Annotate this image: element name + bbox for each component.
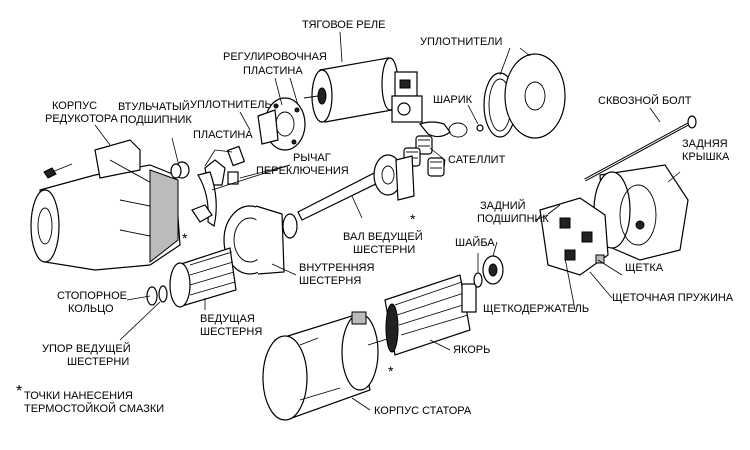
- ball-part: [476, 124, 484, 132]
- label-gear-housing-line1: КОРПУС: [52, 100, 97, 112]
- asterisk-marker-armature: *: [388, 363, 394, 379]
- label-internal-gear-line1: ВНУТРЕННЯЯ: [299, 262, 374, 274]
- label-drive-shaft-line1: ВАЛ ВЕДУЩЕЙ: [343, 230, 423, 243]
- pinion-stop-part: [158, 285, 168, 303]
- snap-ring-part: [146, 286, 158, 306]
- seal-rings-part: [483, 53, 566, 139]
- note-line2: ТЕРМОСТОЙКОЙ СМАЗКИ: [24, 402, 164, 415]
- armature-part: [367, 274, 477, 356]
- drive-gear-part: [169, 247, 237, 308]
- label-rear-cover-line2: КРЫШКА: [682, 151, 730, 163]
- label-drive-gear-line2: ШЕСТЕРНЯ: [200, 326, 262, 338]
- label-brush-spring: ЩЕТОЧНАЯ ПРУЖИНА: [612, 292, 734, 304]
- asterisk-marker-shaft: *: [410, 211, 416, 227]
- label-rear-cover-line1: ЗАДНЯЯ: [682, 138, 728, 150]
- through-bolt-part: [584, 115, 697, 182]
- gear-housing-part: [30, 139, 181, 271]
- rear-bearing-part: [482, 255, 504, 285]
- brush-holder-part: [534, 197, 609, 276]
- leader-lines: [94, 31, 681, 411]
- label-bushing-bearing-line1: ВТУЛЬЧАТЫЙ: [118, 100, 190, 113]
- label-internal-gear-line2: ШЕСТЕРНЯ: [299, 275, 361, 287]
- solenoid-part: [303, 57, 468, 138]
- label-rear-bearing-line2: ПОДШИПНИК: [477, 213, 549, 225]
- note-line1: ТОЧКИ НАНЕСЕНИЯ: [24, 390, 133, 402]
- drive-shaft-part: [297, 154, 415, 221]
- shift-lever-part: [191, 171, 217, 227]
- label-drive-shaft-line2: ШЕСТЕРНИ: [353, 244, 415, 256]
- label-planet-gear: САТЕЛЛИТ: [448, 154, 506, 166]
- label-washer: ШАЙБА: [455, 236, 495, 249]
- label-pinion-stop-line2: ШЕСТЕРНИ: [67, 356, 129, 368]
- label-snap-ring-line2: КОЛЬЦО: [68, 303, 114, 315]
- label-seals-top: УПЛОТНИТЕЛИ: [420, 36, 502, 48]
- label-plate: ПЛАСТИНА: [193, 129, 253, 141]
- label-lever-line1: РЫЧАГ: [293, 152, 331, 164]
- label-brush: ЩЕТКА: [625, 262, 664, 274]
- bushing-bearing-part: [170, 161, 190, 179]
- label-armature: ЯКОРЬ: [453, 344, 490, 356]
- internal-gear-part: [223, 205, 285, 275]
- label-rear-bearing-line1: ЗАДНИЙ: [480, 199, 526, 212]
- note-asterisk: *: [16, 383, 22, 400]
- label-seal: УПЛОТНИТЕЛЬ: [190, 99, 272, 111]
- label-snap-ring-line1: СТОПОРНОЕ: [57, 290, 127, 302]
- label-solenoid: ТЯГОВОЕ РЕЛЕ: [302, 19, 385, 31]
- label-pinion-stop-line1: УПОР ВЕДУЩЕЙ: [42, 342, 131, 355]
- label-drive-gear-line1: ВЕДУЩАЯ: [200, 313, 255, 325]
- solenoid-seal-part: [257, 109, 279, 145]
- label-ball: ШАРИК: [433, 94, 473, 106]
- label-lever-line2: ПЕРЕКЛЮЧЕНИЯ: [256, 165, 349, 177]
- stator-housing-part: [262, 311, 379, 421]
- rear-cover-part: [593, 164, 689, 261]
- label-adjusting-plate-line1: РЕГУЛИРОВОЧНАЯ: [223, 51, 327, 63]
- washer-small-part: [282, 213, 298, 239]
- label-gear-housing-line2: РЕДУКОТОРА: [45, 113, 118, 125]
- asterisk-marker-lever: *: [182, 230, 188, 246]
- label-stator-housing: КОРПУС СТАТОРА: [374, 405, 472, 417]
- label-through-bolt: СКВОЗНОЙ БОЛТ: [598, 94, 692, 107]
- labels: ТЯГОВОЕ РЕЛЕ УПЛОТНИТЕЛИ РЕГУЛИРОВОЧНАЯ …: [16, 19, 734, 417]
- label-adjusting-plate-line2: ПЛАСТИНА: [243, 65, 303, 77]
- washer-part: [473, 272, 483, 288]
- label-bushing-bearing-line2: ПОДШИПНИК: [120, 114, 192, 126]
- housing-bolt-part: [43, 163, 73, 179]
- label-brush-holder: ЩЕТКОДЕРЖАТЕЛЬ: [483, 303, 589, 315]
